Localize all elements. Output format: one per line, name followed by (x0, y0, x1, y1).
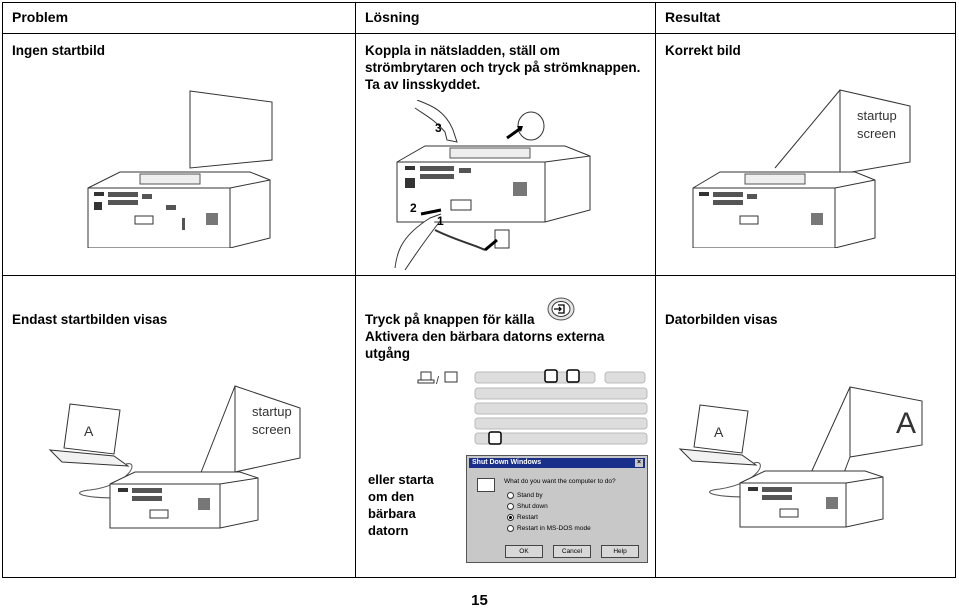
row1-solution-line1: Koppla in nätsladden, ställ om (365, 43, 561, 58)
row1-problem: Ingen startbild (12, 43, 106, 58)
row2-solution-line2: Aktivera den bärbara datorns externa (365, 329, 605, 344)
source-button-icon (547, 297, 575, 321)
row1-solution-line2: strömbrytaren och tryck på strömknappen. (365, 60, 641, 75)
laptop-icon: A (48, 403, 130, 467)
highlighted-key-1 (544, 369, 558, 383)
step-3-label: 3 (435, 121, 442, 135)
highlighted-key-fn (488, 431, 502, 445)
projector-illustration (109, 471, 259, 529)
close-icon[interactable]: × (635, 459, 643, 467)
ok-button[interactable]: OK (505, 545, 543, 558)
screen-line2: screen (857, 126, 896, 141)
row2-problem-figure: startup screen A (48, 385, 301, 529)
row1-result: Korrekt bild (665, 43, 741, 58)
computer-icon (477, 478, 495, 492)
keyboard-keys (474, 371, 648, 445)
option-shut-down[interactable]: Shut down (507, 503, 548, 510)
header-result: Resultat (665, 9, 721, 25)
dialog-question: What do you want the computer to do? (504, 478, 616, 485)
row2-problem: Endast startbilden visas (12, 312, 168, 327)
step-2-label: 2 (410, 201, 417, 215)
header-solution: Lösning (365, 9, 420, 25)
startup-screen (839, 89, 911, 175)
help-button[interactable]: Help (601, 545, 639, 558)
row1-solution-line3: Ta av linsskyddet. (365, 77, 481, 92)
row2-alternative: eller starta om den bärbara datorn (368, 471, 434, 539)
radio-icon[interactable] (507, 525, 514, 532)
column-divider-1 (355, 2, 356, 578)
row1-solution-figure: 3 2 1 (394, 100, 591, 271)
radio-selected-icon[interactable] (507, 514, 514, 521)
row1-problem-figure (87, 90, 273, 248)
shutdown-dialog: Shut Down Windows × What do you want the… (466, 455, 648, 563)
projector-illustration (87, 171, 271, 248)
highlighted-key-2 (566, 369, 580, 383)
lens-cap-arrow-icon (506, 126, 522, 140)
laptop-letter: A (714, 424, 724, 440)
blank-screen (189, 90, 273, 169)
screen-line1: startup (252, 404, 292, 419)
page-number: 15 (471, 592, 488, 609)
screen-line2: screen (252, 422, 291, 437)
row2-result-figure: A A (678, 386, 923, 528)
plug-hand-icon (394, 213, 442, 269)
row2-solution: Tryck på knappen för källa Aktivera den … (365, 311, 604, 362)
computer-image-screen (849, 386, 923, 458)
power-cord (434, 229, 486, 251)
row-divider (2, 275, 956, 276)
projector-illustration (396, 145, 591, 223)
row2-solution-line3: utgång (365, 346, 410, 361)
projector-illustration (692, 171, 876, 248)
screen-line1: startup (857, 108, 897, 123)
header-divider (2, 33, 956, 34)
laptop-icon: A (678, 404, 758, 466)
radio-icon[interactable] (507, 492, 514, 499)
row2-solution-line1: Tryck på knappen för källa (365, 312, 535, 327)
header-problem: Problem (12, 9, 69, 25)
wall-outlet-icon (494, 229, 510, 249)
dialog-title: Shut Down Windows × (469, 458, 645, 468)
radio-icon[interactable] (507, 503, 514, 510)
keyboard-figure: / (417, 369, 648, 445)
alt-line3: bärbara (368, 506, 416, 521)
laptop-monitor-key-icon: / (417, 371, 458, 387)
troubleshooting-table (2, 2, 956, 578)
step-1-label: 1 (437, 214, 444, 228)
row2-result: Datorbilden visas (665, 312, 778, 327)
option-restart[interactable]: Restart (507, 514, 538, 521)
startup-screen (234, 385, 301, 473)
projector-illustration (739, 470, 884, 528)
svg-text:/: / (436, 375, 440, 387)
option-stand-by[interactable]: Stand by (507, 492, 543, 499)
result-screen-letter: A (896, 407, 916, 440)
row1-result-figure: startup screen (692, 89, 911, 248)
alt-line4: datorn (368, 523, 409, 538)
alt-line1: eller starta (368, 472, 434, 487)
alt-line2: om den (368, 489, 415, 504)
option-restart-ms-dos[interactable]: Restart in MS-DOS mode (507, 525, 591, 532)
cancel-button[interactable]: Cancel (553, 545, 591, 558)
laptop-letter: A (84, 423, 94, 439)
column-divider-2 (655, 2, 656, 578)
row1-solution: Koppla in nätsladden, ställ om strömbryt… (365, 42, 640, 93)
pressing-hand-icon (414, 100, 458, 143)
